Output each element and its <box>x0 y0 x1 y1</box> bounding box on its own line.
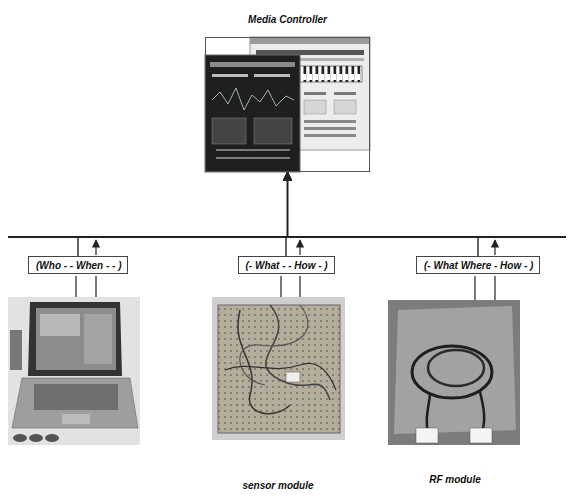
media-controller-screenshot-part <box>254 74 290 77</box>
box-heading: Media Controller <box>248 14 327 26</box>
media-controller-screenshot-part <box>304 100 326 114</box>
sensor-board-photo-part <box>266 305 330 400</box>
laptop-photo-part <box>8 297 140 445</box>
rf-module-photo-part <box>427 395 430 432</box>
stub-lines <box>76 276 495 300</box>
stub-lines-part <box>494 276 495 300</box>
sensor-board-photo <box>212 297 345 440</box>
laptop-photo-part <box>28 302 122 376</box>
media-controller-screenshot <box>205 37 370 172</box>
media-controller-screenshot-part <box>334 92 356 95</box>
upward-arrows-part <box>95 240 96 255</box>
device-caption: RF module <box>429 474 481 486</box>
stub-lines-part <box>299 276 300 297</box>
media-controller-screenshot-part <box>304 92 326 95</box>
laptop-photo-part <box>29 434 43 442</box>
media-controller-screenshot-part <box>210 62 295 67</box>
box-label: (- What Where - How - ) <box>424 260 532 272</box>
sensor-board-photo-part <box>218 305 340 433</box>
sensor-board-photo-part <box>240 305 308 385</box>
media-controller-screenshot-part <box>212 88 294 110</box>
laptop-photo-part <box>10 330 22 370</box>
sensor-board-photo-part <box>212 297 345 440</box>
upward-arrows <box>96 240 495 255</box>
rf-module-photo-part <box>428 350 484 386</box>
laptop-photo-part <box>45 434 59 442</box>
media-controller-screenshot-part <box>212 118 246 144</box>
upward-arrows-part <box>494 240 495 255</box>
stub-lines-part <box>280 276 281 297</box>
input-label-box: (Who - - When - - ) <box>28 256 128 274</box>
media-controller-screenshot-part <box>212 74 248 77</box>
media-controller-screenshot-part <box>304 134 356 137</box>
rf-module-photo-part <box>388 300 520 445</box>
rf-module-photo-part <box>416 428 438 443</box>
laptop-photo-part <box>36 308 116 370</box>
rf-module-photo-part <box>394 306 516 434</box>
bus-connector <box>288 172 479 256</box>
media-controller-screenshot-part <box>334 100 356 114</box>
laptop-photo-part <box>84 314 112 364</box>
media-controller-screenshot-part <box>205 55 300 172</box>
input-label-box: (- What - - How - ) <box>238 256 335 274</box>
stub-lines-part <box>75 276 76 297</box>
box-label: (- What - - How - ) <box>246 260 327 272</box>
sensor-board-photo-part <box>218 305 340 433</box>
stub-lines-part <box>95 276 96 297</box>
media-controller-screenshot-part <box>254 118 292 144</box>
media-controller-screenshot-part <box>216 149 290 151</box>
sensor-board-photo-part <box>286 372 300 382</box>
rf-module-photo-part <box>470 428 492 443</box>
rf-module-photo <box>388 300 520 445</box>
media-controller-box: Media Controller <box>205 37 370 172</box>
laptop-photo-part <box>13 434 27 442</box>
rf-module-photo-part <box>412 346 492 398</box>
laptop-photo-part <box>12 378 138 428</box>
media-controller-screenshot-part <box>216 157 290 159</box>
laptop-photo-part <box>40 314 80 336</box>
bus-connector <box>78 172 288 256</box>
device-caption: sensor module <box>242 480 313 492</box>
stub-lines-part <box>474 276 475 300</box>
media-controller-screenshot-part <box>256 50 364 55</box>
box-label: (Who - - When - - ) <box>36 260 120 272</box>
upward-arrows-part <box>299 240 300 255</box>
media-controller-screenshot-part <box>304 127 356 130</box>
input-label-box: (- What Where - How - ) <box>416 256 540 274</box>
rf-module-photo-part <box>480 392 484 432</box>
laptop-photo-part <box>62 414 90 424</box>
laptop-photo-part <box>34 384 118 410</box>
sensor-board-photo-part <box>225 363 336 390</box>
laptop-photo <box>8 297 140 445</box>
media-controller-screenshot-part <box>250 37 370 44</box>
media-controller-screenshot-part <box>304 120 356 123</box>
sensor-board-photo-part <box>238 310 290 414</box>
